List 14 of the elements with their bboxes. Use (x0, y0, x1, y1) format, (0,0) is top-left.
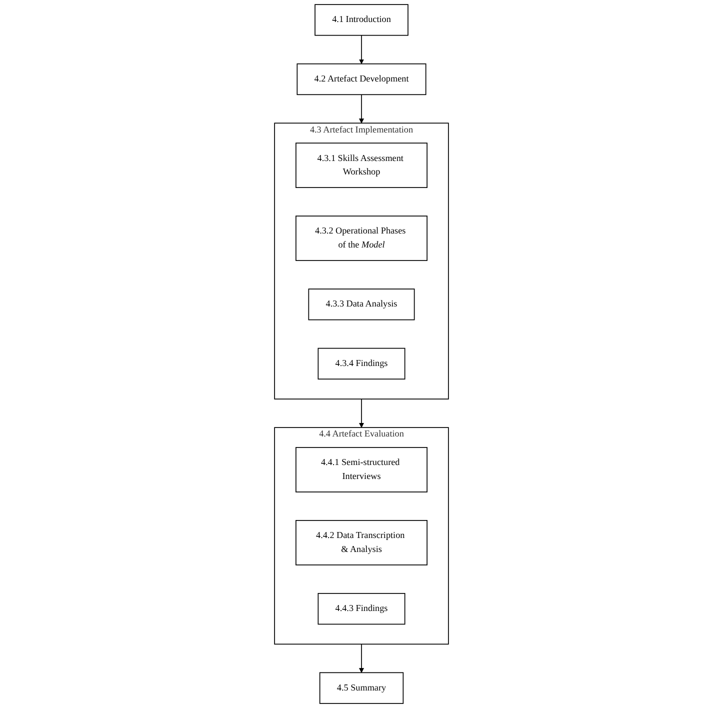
node-box: 4.3.2 Operational Phases of the Model (296, 216, 428, 261)
node-box: 4.4.3 Findings (318, 593, 406, 625)
node-box: 4.5 Summary (319, 672, 404, 704)
arrow (359, 644, 364, 673)
node-box: 4.3.4 Findings (318, 348, 406, 380)
node-box: 4.3.3 Data Analysis (308, 288, 415, 320)
node-box: 4.2 Artefact Development (296, 63, 426, 96)
arrow (359, 94, 364, 124)
node-box: 4.3.1 Skills Assessment Workshop (296, 142, 428, 188)
node-box: 4.4.1 Semi-structured Interviews (296, 447, 428, 492)
node-box: 4.1 Introduction (314, 4, 408, 36)
node-box: 4.4.2 Data Transcription & Analysis (296, 520, 428, 566)
arrow (359, 398, 364, 428)
arrow (359, 34, 364, 64)
